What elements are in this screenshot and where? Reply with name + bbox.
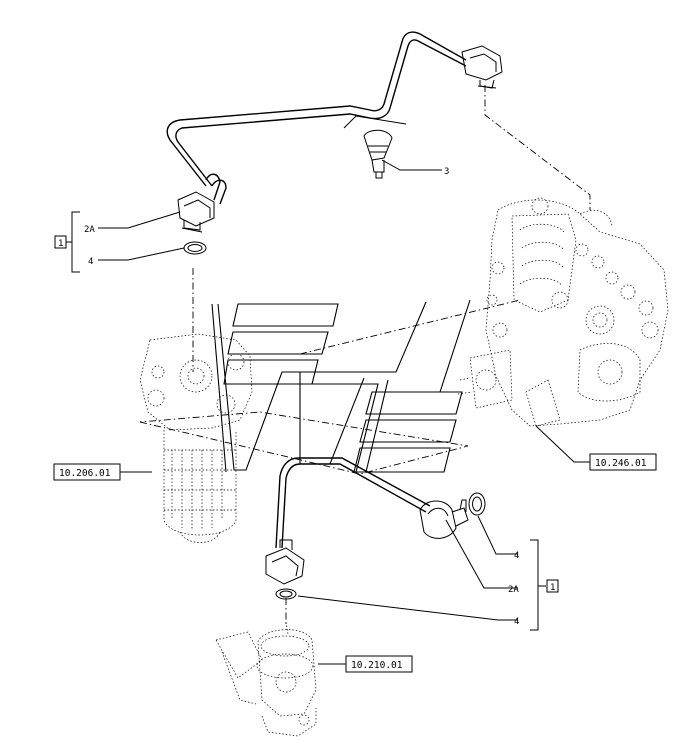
ref-box-filter[interactable]: 10.206.01 xyxy=(53,463,121,481)
alignment-lines xyxy=(139,85,591,626)
lift-pump-illustration xyxy=(215,621,317,737)
ref-lift-pump-label: 10.210.01 xyxy=(351,660,403,671)
pipe-clip xyxy=(343,115,407,179)
callout-top-tube: 2A xyxy=(84,225,95,235)
callout-bracket-bottom xyxy=(530,539,559,631)
ref-box-pump[interactable]: 10.246.01 xyxy=(589,453,657,471)
fuel-filter-illustration xyxy=(139,333,253,543)
callout-bottom-seal-b: 4 xyxy=(514,617,519,627)
bottom-fuel-pipe xyxy=(265,457,486,600)
ref-box-lift-pump[interactable]: 10.210.01 xyxy=(345,655,413,673)
callout-top-seal: 4 xyxy=(88,257,93,267)
callout-bottom-seal-a: 4 xyxy=(514,551,519,561)
leader-lines xyxy=(98,159,590,665)
callout-clip: 3 xyxy=(444,167,449,177)
ref-pump-label: 10.246.01 xyxy=(595,458,647,469)
callout-bottom-tube: 2A xyxy=(508,585,519,595)
top-fuel-pipe xyxy=(166,31,503,255)
ref-filter-label: 10.206.01 xyxy=(59,468,111,479)
callout-group-top: 1 xyxy=(58,239,63,249)
callout-group-bottom: 1 xyxy=(550,583,555,593)
injection-pump-illustration xyxy=(457,197,669,427)
callout-bracket-top xyxy=(54,211,80,273)
publisher-logo-watermark xyxy=(211,299,471,473)
